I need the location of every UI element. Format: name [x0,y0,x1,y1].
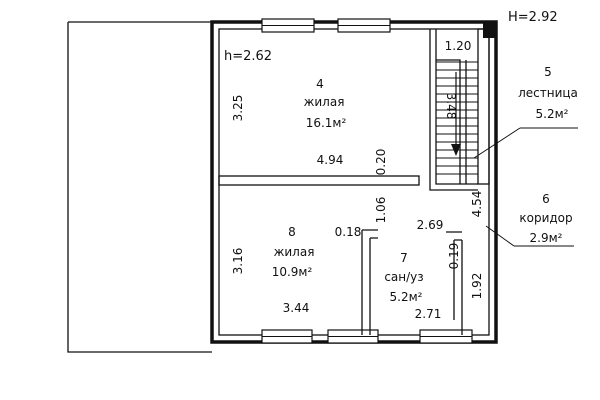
stair-enclosure [429,29,478,191]
bathroom-right-wall [446,231,463,335]
inner-wall-line [218,28,490,336]
room-4-number: 4 [316,77,324,91]
room-8-number: 8 [288,225,296,239]
room-4-name: жилая [304,95,345,109]
partition-wall-4-8 [218,175,420,186]
outer-height-label: H=2.92 [508,10,558,25]
dim-bath-top-offset: 1.06 [374,197,388,224]
dim-bath-right-wall: 0.19 [447,243,461,270]
bathroom-left-wall [361,229,378,335]
dim-bath-depth: 1.92 [470,273,484,300]
dim-bath-wall-thickness: 0.18 [335,225,362,239]
room-8-area: 10.9м² [272,265,313,279]
window-bottom-left [261,329,313,344]
room-7-number: 7 [400,251,408,265]
adjacent-structure-outline [67,21,212,353]
room-7-name: сан/уз [384,270,423,284]
room-4-area: 16.1м² [306,116,347,130]
window-bottom-right [327,329,379,344]
room-6-number: 6 [542,192,550,206]
room-7-area: 5.2м² [390,290,423,304]
dim-partition-thickness: 0.20 [374,149,388,176]
dim-corridor-length: 4.54 [470,191,484,218]
stair-direction-arrow [451,144,461,156]
room-5-name: лестница [518,86,578,100]
dim-stair-length: 3.48 [444,93,458,120]
dim-room4-height: 3.25 [231,95,245,122]
leader-stair [473,127,521,159]
room-6-name: коридор [519,211,572,225]
stair-right-wall [477,28,490,185]
dim-bath-width-bottom: 2.71 [415,307,442,321]
inner-height-label: h=2.62 [224,49,272,64]
room-5-area: 5.2м² [536,107,569,121]
room-6-area: 2.9м² [530,231,563,245]
stair-landing [436,59,467,184]
window-bottom-far-right [419,329,473,344]
leader-corridor [485,225,515,247]
room-8-name: жилая [274,245,315,259]
dim-stair-width: 1.20 [445,39,472,53]
window-top-right [337,18,391,33]
window-top-left [261,18,315,33]
room-5-number: 5 [544,65,552,79]
dim-room4-width: 4.94 [317,153,344,167]
dim-room8-height: 3.16 [231,248,245,275]
dim-bath-width-top: 2.69 [417,218,444,232]
dim-room8-width: 3.44 [283,301,310,315]
